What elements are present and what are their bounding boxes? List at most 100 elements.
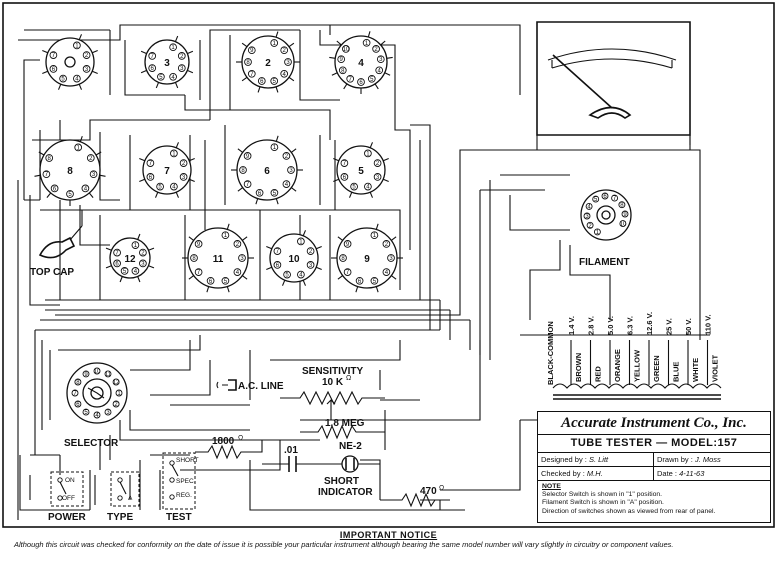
svg-text:10: 10 xyxy=(94,369,101,375)
svg-text:4: 4 xyxy=(95,413,99,419)
svg-text:7: 7 xyxy=(197,270,201,276)
tube-11-label: 11 xyxy=(213,254,224,265)
svg-text:6: 6 xyxy=(358,279,362,285)
checked-by-value: M.H. xyxy=(586,469,603,478)
company-name: Accurate Instrument Co., Inc. xyxy=(538,412,770,435)
note-heading: NOTE xyxy=(542,483,561,490)
svg-text:6: 6 xyxy=(52,67,56,73)
svg-text:3: 3 xyxy=(585,214,589,220)
svg-text:9: 9 xyxy=(246,154,250,160)
svg-text:1: 1 xyxy=(366,151,370,157)
tube-2-label: 2 xyxy=(265,58,271,69)
svg-text:8: 8 xyxy=(246,60,250,66)
tap-color-3: ORANGE xyxy=(613,349,622,382)
svg-text:1: 1 xyxy=(299,239,303,245)
resistor-470 xyxy=(380,492,450,508)
svg-text:7: 7 xyxy=(349,77,353,83)
svg-text:3: 3 xyxy=(182,175,186,181)
filament-transformer xyxy=(552,383,722,400)
tap-volts-6: 25 V. xyxy=(665,318,674,335)
test-reg-label: REG. xyxy=(176,492,192,499)
svg-text:4: 4 xyxy=(285,182,289,188)
tube-5-label: 5 xyxy=(358,166,364,177)
svg-text:9: 9 xyxy=(623,212,627,218)
tap-volts-3: 5.0 V. xyxy=(606,316,615,335)
power-label: POWER xyxy=(48,512,87,523)
power-on-label: ON xyxy=(65,477,75,484)
short-label: SHORT xyxy=(324,476,359,487)
svg-text:7: 7 xyxy=(45,172,49,178)
svg-text:5: 5 xyxy=(158,185,162,191)
svg-text:4: 4 xyxy=(171,75,175,81)
svg-text:2: 2 xyxy=(588,223,592,229)
svg-text:3: 3 xyxy=(240,256,244,262)
sheet-border xyxy=(2,2,775,528)
tube-6-label: 6 xyxy=(264,166,270,177)
tube-12-label: 12 xyxy=(124,254,136,265)
meter xyxy=(536,21,691,150)
designed-by-value: S. Litt xyxy=(588,455,609,464)
svg-text:9: 9 xyxy=(346,242,350,248)
svg-text:8: 8 xyxy=(341,68,345,74)
svg-text:5: 5 xyxy=(285,273,289,279)
svg-text:4: 4 xyxy=(366,185,370,191)
selector-label: SELECTOR xyxy=(64,438,119,449)
tube-4-label: 4 xyxy=(358,58,364,69)
tap-color-7: WHITE xyxy=(691,358,700,382)
svg-text:5: 5 xyxy=(352,185,356,191)
svg-text:6: 6 xyxy=(76,402,80,408)
tube-3-label: 3 xyxy=(164,58,170,69)
svg-text:1: 1 xyxy=(373,233,377,239)
tap-color-6: BLUE xyxy=(672,362,681,382)
svg-text:2: 2 xyxy=(374,47,378,53)
wiring-harness xyxy=(17,24,710,520)
ac-line-plug xyxy=(216,379,237,391)
svg-text:2: 2 xyxy=(285,154,289,160)
filament-label: FILAMENT xyxy=(579,257,630,268)
svg-text:6: 6 xyxy=(343,175,347,181)
svg-text:3: 3 xyxy=(180,66,184,72)
tube-10-label: 10 xyxy=(288,254,300,265)
top-cap-clip xyxy=(38,210,83,259)
svg-text:4: 4 xyxy=(385,270,389,276)
svg-text:1: 1 xyxy=(365,41,369,47)
tube-9-label: 9 xyxy=(364,254,370,265)
note-3: Direction of switches shown as viewed fr… xyxy=(542,507,716,515)
tap-volts-1: 1.4 V. xyxy=(567,316,576,335)
svg-text:5: 5 xyxy=(273,79,277,85)
drawn-by-label: Drawn by : xyxy=(657,455,693,464)
tap-color-4: YELLOW xyxy=(633,349,642,382)
svg-text:6: 6 xyxy=(115,261,119,267)
svg-text:5: 5 xyxy=(61,77,65,83)
power-switch xyxy=(50,471,84,507)
resistor-18meg xyxy=(300,410,386,450)
svg-text:4: 4 xyxy=(299,273,303,279)
svg-text:4: 4 xyxy=(378,68,382,74)
svg-text:6: 6 xyxy=(151,66,155,72)
indicator-label: INDICATOR xyxy=(318,487,373,498)
svg-text:8: 8 xyxy=(620,203,624,209)
svg-text:3: 3 xyxy=(92,172,96,178)
svg-text:7: 7 xyxy=(346,270,350,276)
svg-text:1: 1 xyxy=(596,230,600,236)
tube-8-label: 8 xyxy=(67,166,73,177)
svg-text:3: 3 xyxy=(389,256,393,262)
svg-text:5: 5 xyxy=(273,191,277,197)
svg-text:6: 6 xyxy=(149,175,153,181)
tap-volts-8: 110 V. xyxy=(704,314,713,335)
tap-volts-4: 6.3 V. xyxy=(626,316,635,335)
svg-text:7: 7 xyxy=(343,161,347,167)
sensitivity-label: SENSITIVITY xyxy=(302,366,363,377)
sensitivity-potentiometer xyxy=(280,390,385,420)
ohm-symbol-sens: Ω xyxy=(346,375,351,382)
notice-body: Although this circuit was checked for co… xyxy=(14,540,674,549)
svg-text:5: 5 xyxy=(159,75,163,81)
note-2: Filament Switch is shown in "A" position… xyxy=(542,499,664,507)
cap-01-label: .01 xyxy=(284,445,298,456)
